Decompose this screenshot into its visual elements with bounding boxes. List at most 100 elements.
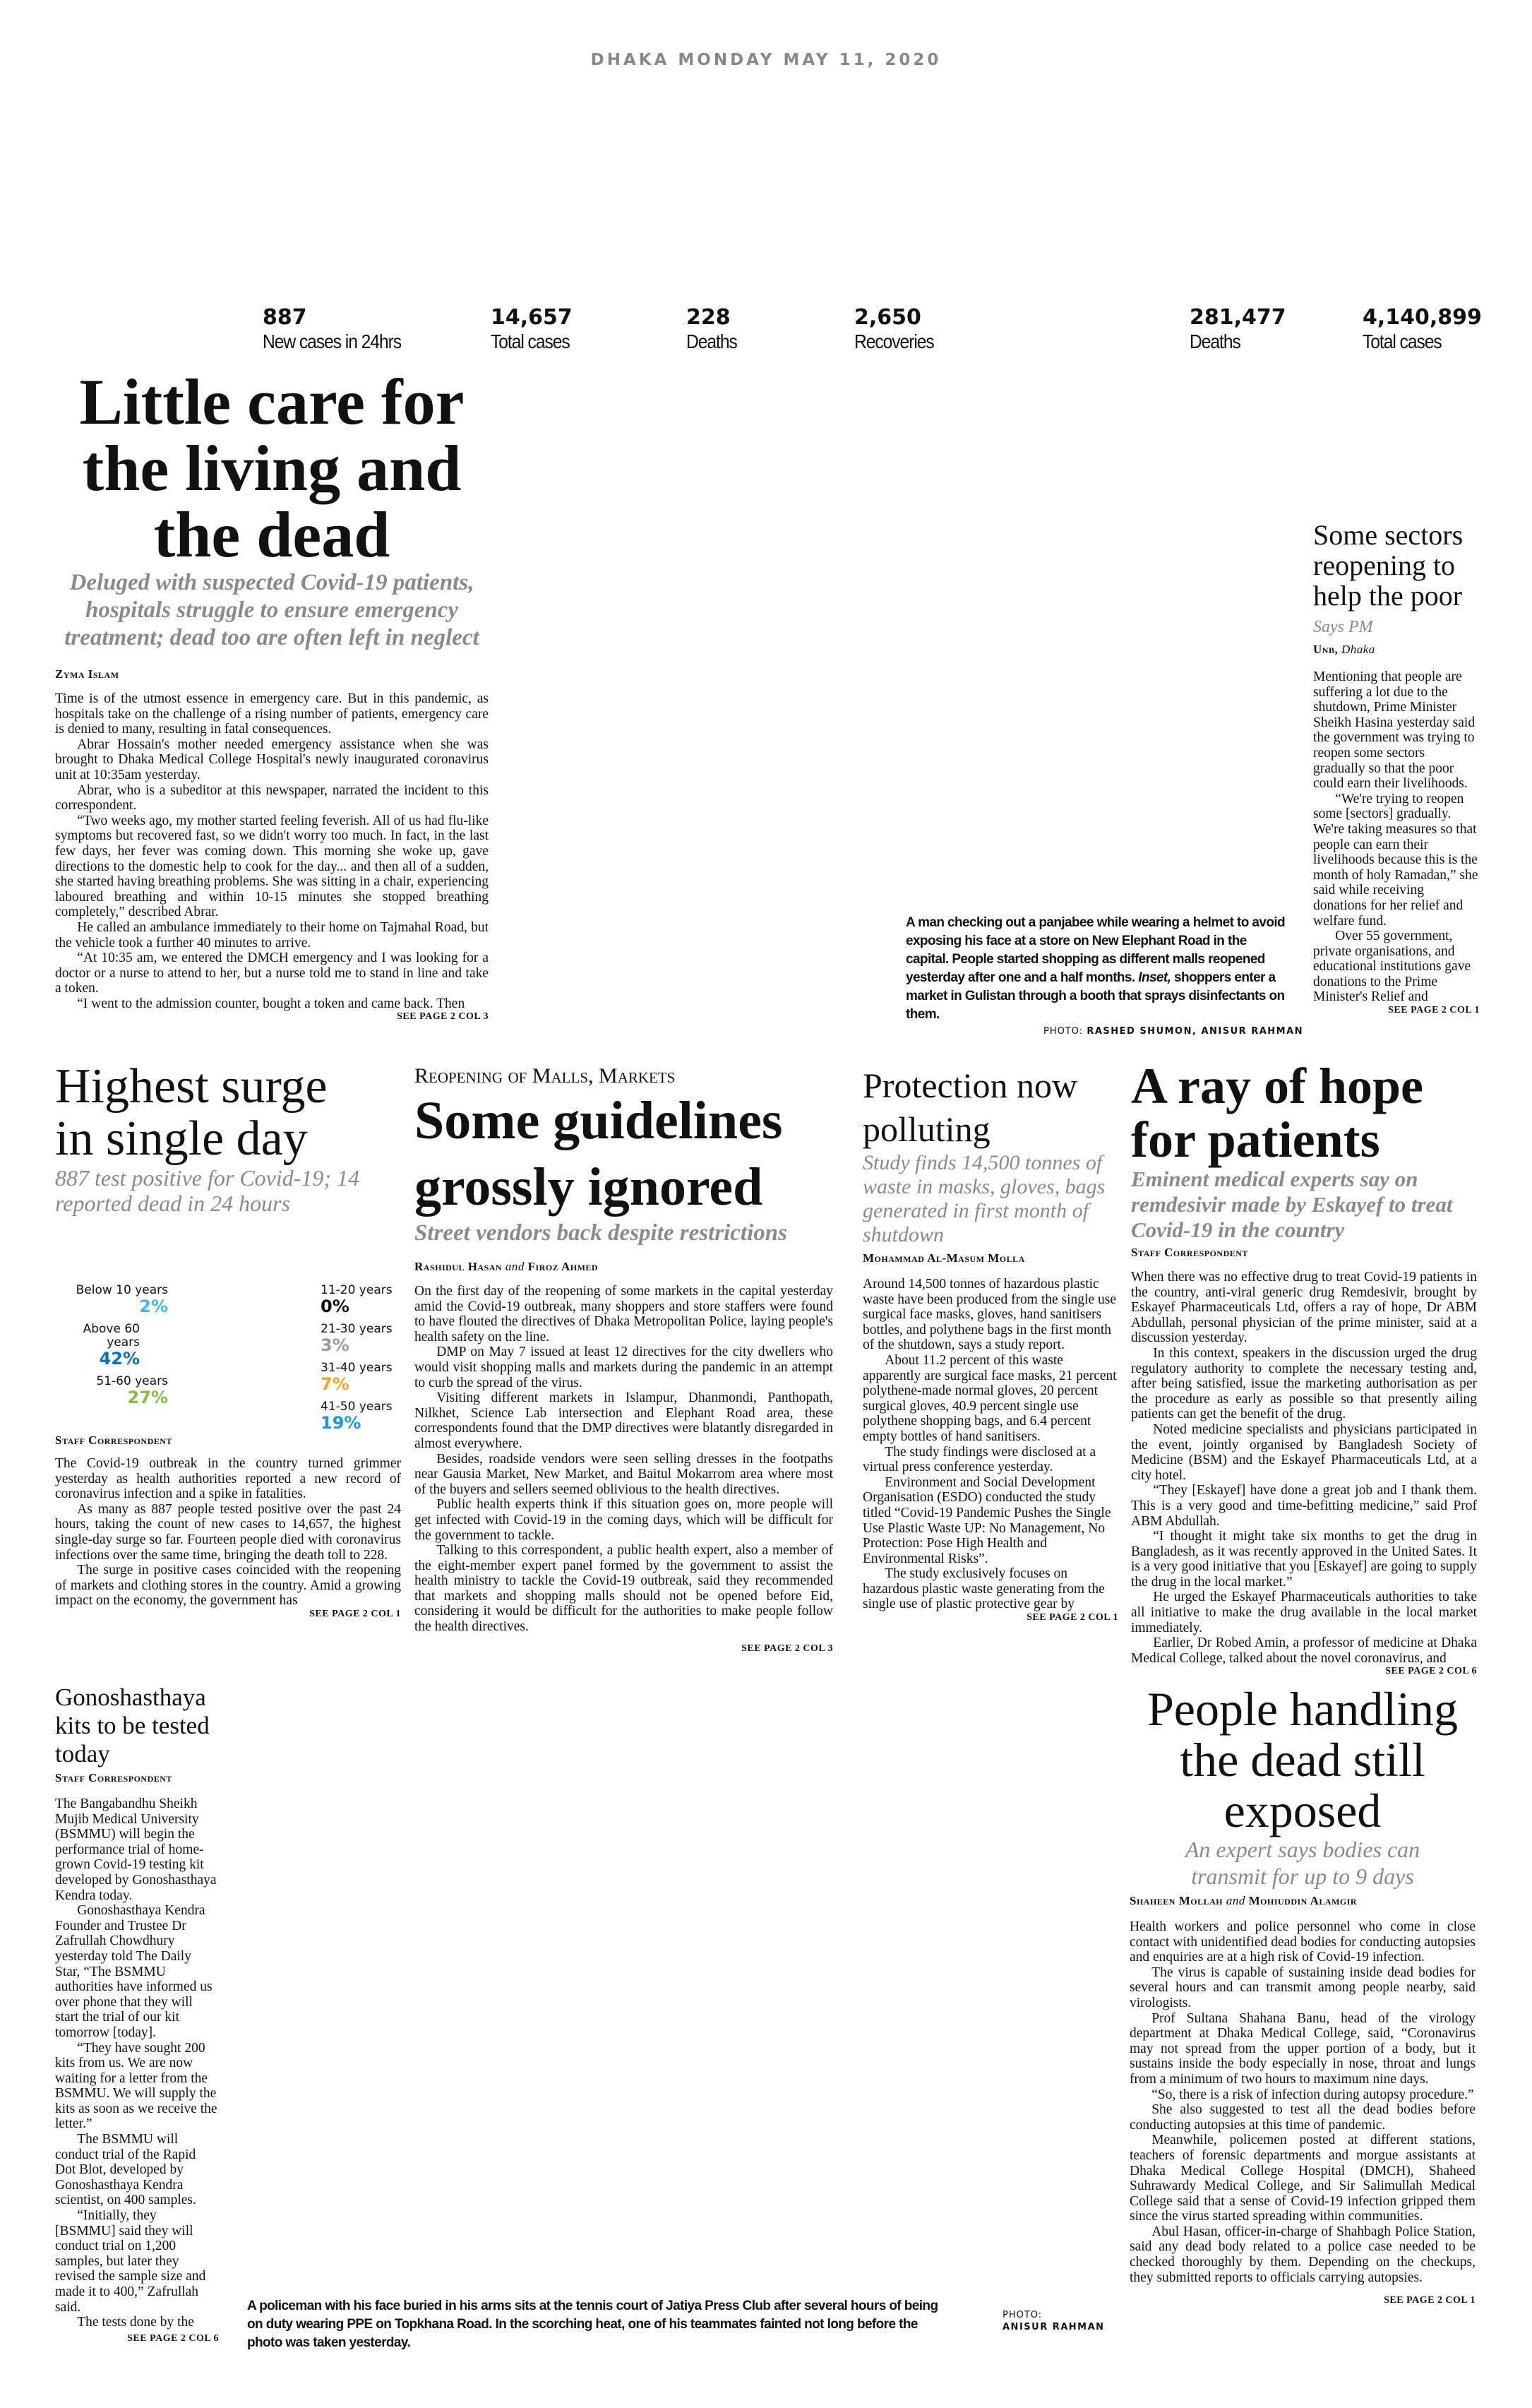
continued-link[interactable]: SEE PAGE 2 COL 1 xyxy=(1027,1612,1118,1623)
hope-deck: Eminent medical experts say on remdesivi… xyxy=(1131,1167,1453,1242)
stat-label: New cases in 24hrs xyxy=(263,330,402,352)
paragraph: Time is of the utmost essence in emergen… xyxy=(55,691,489,737)
paragraph: Meanwhile, policemen posted at different… xyxy=(1130,2133,1476,2224)
age-label: 11-20 years xyxy=(321,1283,393,1297)
headline-line: the living and xyxy=(82,432,462,504)
caption-text: shoppers enter a market in Gulistan thro… xyxy=(906,970,1285,1022)
continued-link[interactable]: SEE PAGE 2 COL 1 xyxy=(1384,2295,1476,2306)
paragraph: Besides, roadside vendors were seen sell… xyxy=(414,1451,833,1497)
dead-headline[interactable]: People handling the dead still exposed xyxy=(1130,1683,1476,1836)
paragraph: As many as 887 people tested positive ov… xyxy=(55,1501,401,1563)
age-pct: 27% xyxy=(127,1388,168,1407)
age-label: 21-30 years xyxy=(321,1322,393,1336)
continued-link[interactable]: SEE PAGE 2 COL 3 xyxy=(741,1643,833,1654)
continued-link[interactable]: SEE PAGE 2 COL 6 xyxy=(127,2332,219,2344)
protection-headline[interactable]: Protection now polluting xyxy=(863,1063,1118,1151)
caption-text: A man checking out a panjabee while wear… xyxy=(906,915,1286,985)
paragraph: “So, there is a risk of infection during… xyxy=(1151,2087,1474,2102)
headline-line: Little care for xyxy=(79,366,465,438)
sectors-headline[interactable]: Some sectors reopening to help the poor xyxy=(1313,519,1464,612)
paragraph: She also suggested to test all the dead … xyxy=(1130,2102,1476,2133)
headline-line: Protection now xyxy=(863,1066,1078,1105)
continued-link[interactable]: SEE PAGE 2 COL 3 xyxy=(397,1011,489,1023)
headline-line: People handling xyxy=(1147,1682,1459,1736)
kits-story: Gonoshasthaya kits to be tested today St… xyxy=(55,1683,219,2344)
sectors-deck: Says PM xyxy=(1313,618,1373,636)
dateline: DHAKA MONDAY MAY 11, 2020 xyxy=(590,51,942,69)
sectors-story: Some sectors reopening to help the poor … xyxy=(1313,520,1480,1016)
paragraph: Gonoshasthaya Kendra Founder and Trustee… xyxy=(55,1903,213,2040)
hope-headline[interactable]: A ray of hope for patients xyxy=(1131,1059,1477,1167)
headline-line: polluting xyxy=(863,1109,991,1149)
photo-credit: PHOTO:ANISUR RAHMAN xyxy=(1003,2309,1105,2333)
dead-byline: Shaheen Mollah and Mohiuddin Alamgir xyxy=(1130,1894,1476,1908)
age-label: Above 60 years xyxy=(83,1322,140,1349)
paragraph: “At 10:35 am, we entered the DMCH emerge… xyxy=(55,950,489,996)
surge-headline[interactable]: Highest surge in single day xyxy=(55,1061,401,1165)
byline-author: Mohiuddin Alamgir xyxy=(1248,1894,1358,1907)
guidelines-story: Reopening of Malls, Markets Some guideli… xyxy=(414,1065,833,1655)
age-pct: 42% xyxy=(99,1349,140,1369)
surge-deck: 887 test positive for Covid-19; 14 repor… xyxy=(55,1165,360,1216)
headline-line: the dead still xyxy=(1180,1733,1425,1787)
paragraph: The study findings were disclosed at a v… xyxy=(863,1444,1096,1475)
paragraph: When there was no effective drug to trea… xyxy=(1131,1270,1477,1346)
paragraph: Public health experts think if this situ… xyxy=(414,1497,833,1543)
guidelines-headline[interactable]: Some guidelines grossly ignored xyxy=(414,1087,833,1220)
credit-label: PHOTO: xyxy=(1043,1026,1084,1037)
paragraph: Prof Sultana Shahana Banu, head of the v… xyxy=(1130,2010,1476,2087)
dead-deck: An expert says bodies can transmit for u… xyxy=(1185,1837,1420,1889)
headline-line: Highest surge xyxy=(55,1059,328,1114)
stat-label: Recoveries xyxy=(854,330,935,352)
headline-line: the dead xyxy=(153,499,390,571)
stat-value: 14,657 xyxy=(491,305,573,330)
sectors-byline: Unb, Dhaka xyxy=(1313,643,1480,657)
paragraph: “They [Eskayef] have done a great job an… xyxy=(1131,1483,1477,1529)
paragraph: “We're trying to reopen some [sectors] g… xyxy=(1313,791,1478,929)
paragraph: The study exclusively focuses on hazardo… xyxy=(863,1566,1105,1612)
age-label: Below 10 years xyxy=(76,1283,168,1297)
lead-byline: Zyma Islam xyxy=(55,667,119,681)
age-label: 31-40 years xyxy=(321,1361,393,1375)
paragraph: Noted medicine specialists and physician… xyxy=(1131,1421,1477,1483)
headline-line: A ray of hope xyxy=(1131,1058,1423,1114)
paragraph: Abul Hasan, officer-in-charge of Shahbag… xyxy=(1130,2224,1476,2285)
headline-line: Some guidelines xyxy=(414,1091,783,1150)
guidelines-byline: Rashidul Hasan and Firoz Ahmed xyxy=(414,1260,833,1274)
age-pct: 19% xyxy=(321,1413,361,1433)
stat-label: Total cases xyxy=(491,330,570,352)
age-pct: 0% xyxy=(321,1297,349,1316)
lead-story: Little care for the living and the dead … xyxy=(55,369,489,1023)
continued-link[interactable]: SEE PAGE 2 COL 6 xyxy=(1385,1666,1477,1677)
lead-headline[interactable]: Little care for the living and the dead xyxy=(55,369,489,568)
byline-author: Rashidul Hasan xyxy=(414,1260,503,1273)
byline-author: Shaheen Mollah xyxy=(1130,1894,1223,1907)
headline-line: in single day xyxy=(55,1111,308,1166)
paragraph: Abrar, who is a subeditor at this newspa… xyxy=(55,782,489,813)
continued-link[interactable]: SEE PAGE 2 COL 1 xyxy=(309,1608,401,1619)
stat-label: Total cases xyxy=(1363,330,1442,352)
kits-headline[interactable]: Gonoshasthaya kits to be tested today xyxy=(55,1683,210,1768)
credit-names: RASHED SHUMON, ANISUR RAHMAN xyxy=(1087,1026,1304,1037)
byline-agency: Unb, xyxy=(1313,643,1339,656)
paragraph: Environment and Social Development Organ… xyxy=(863,1474,1111,1566)
credit-label: PHOTO: xyxy=(1003,2310,1043,2320)
byline-and: and xyxy=(1226,1894,1245,1907)
guidelines-deck: Street vendors back despite restrictions xyxy=(414,1220,787,1246)
continued-link[interactable]: SEE PAGE 2 COL 1 xyxy=(1388,1005,1480,1016)
photo-caption: A policeman with his face buried in his … xyxy=(247,2299,938,2350)
paragraph: Talking to this correspondent, a public … xyxy=(414,1543,833,1635)
paragraph: “I went to the admission counter, bought… xyxy=(77,996,465,1011)
hope-byline: Staff Correspondent xyxy=(1131,1246,1248,1259)
paragraph: Around 14,500 tonnes of hazardous plasti… xyxy=(863,1277,1116,1353)
protection-byline: Mohammad Al-Masum Molla xyxy=(863,1251,1025,1265)
protection-deck: Study finds 14,500 tonnes of waste in ma… xyxy=(863,1151,1106,1246)
surge-story: Highest surge in single day 887 test pos… xyxy=(55,1061,401,1620)
